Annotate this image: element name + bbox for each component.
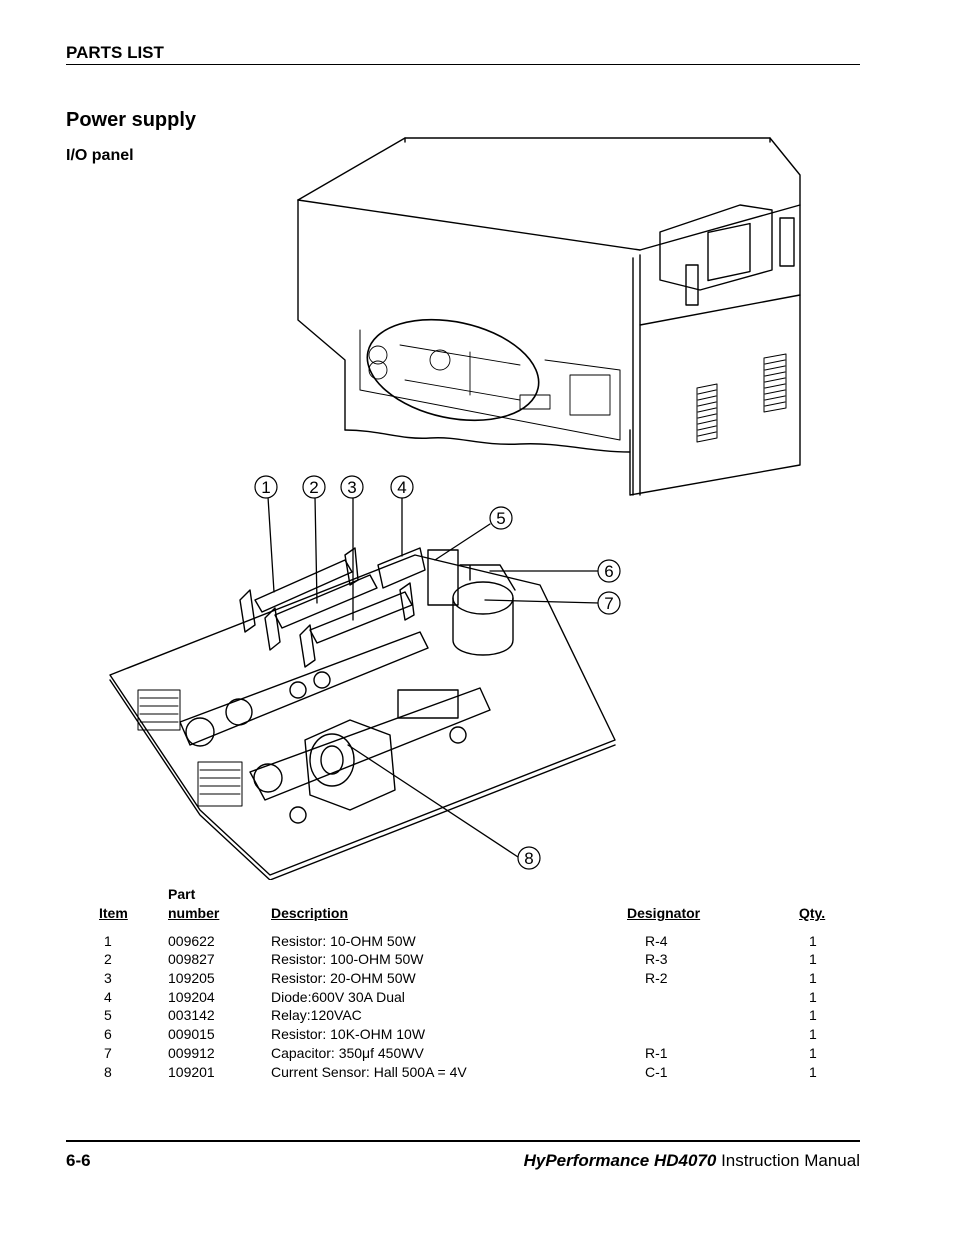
callout-3: 3 <box>340 475 364 499</box>
row-6-description: Resistor: 10K-OHM 10W <box>271 1026 426 1042</box>
row-4-qty: 1 <box>809 989 817 1005</box>
row-6-item: 6 <box>104 1026 112 1042</box>
row-7-qty: 1 <box>809 1045 817 1061</box>
row-8-designator: C-1 <box>645 1064 668 1080</box>
row-5-description: Relay:120VAC <box>271 1007 362 1023</box>
svg-text:5: 5 <box>496 509 505 528</box>
row-2-item: 2 <box>104 951 112 967</box>
row-7-description: Capacitor: 350μf 450WV <box>271 1045 424 1061</box>
row-3-qty: 1 <box>809 970 817 986</box>
callout-2: 2 <box>302 475 326 499</box>
callouts: 1 2 3 4 5 6 7 8 <box>254 475 621 870</box>
leader-lines <box>267 496 600 858</box>
row-5-part: 003142 <box>168 1007 215 1023</box>
col-header-part-top: Part <box>168 886 196 902</box>
row-8-part: 109201 <box>168 1064 215 1080</box>
row-2-part: 009827 <box>168 951 215 967</box>
product-name: HyPerformance HD4070 <box>523 1151 717 1170</box>
row-1-item: 1 <box>104 933 112 949</box>
row-4-item: 4 <box>104 989 112 1005</box>
header-rule <box>66 64 860 65</box>
svg-text:4: 4 <box>397 478 406 497</box>
svg-text:8: 8 <box>524 849 533 868</box>
row-3-part: 109205 <box>168 970 215 986</box>
page-title: Power supply <box>66 109 197 131</box>
callout-8: 8 <box>517 846 541 870</box>
callout-6: 6 <box>597 559 621 583</box>
row-1-qty: 1 <box>809 933 817 949</box>
row-8-item: 8 <box>104 1064 112 1080</box>
row-3-item: 3 <box>104 970 112 986</box>
resistors <box>239 547 415 668</box>
svg-text:3: 3 <box>347 478 356 497</box>
row-7-designator: R-1 <box>645 1045 668 1061</box>
callout-7: 7 <box>597 591 621 615</box>
callout-1: 1 <box>254 475 278 499</box>
col-header-qty: Qty. <box>799 905 826 921</box>
row-1-description: Resistor: 10-OHM 50W <box>271 933 416 949</box>
row-5-qty: 1 <box>809 1007 817 1023</box>
manual-title: HyPerformance HD4070 Instruction Manual <box>524 1151 860 1171</box>
section-header: PARTS LIST <box>66 43 164 62</box>
svg-text:2: 2 <box>309 478 318 497</box>
col-header-item: Item <box>99 905 128 921</box>
row-1-designator: R-4 <box>645 933 668 949</box>
svg-text:7: 7 <box>604 594 613 613</box>
row-2-qty: 1 <box>809 951 817 967</box>
row-3-description: Resistor: 20-OHM 50W <box>271 970 416 986</box>
svg-text:6: 6 <box>604 562 613 581</box>
page-number: 6-6 <box>66 1151 91 1170</box>
manual-suffix: Instruction Manual <box>716 1151 860 1170</box>
row-8-description: Current Sensor: Hall 500A = 4V <box>271 1064 467 1080</box>
row-4-description: Diode:600V 30A Dual <box>271 989 405 1005</box>
svg-text:1: 1 <box>261 478 270 497</box>
callout-4: 4 <box>390 475 414 499</box>
row-7-part: 009912 <box>168 1045 215 1061</box>
row-6-part: 009015 <box>168 1026 215 1042</box>
col-header-designator: Designator <box>627 905 701 921</box>
footer-rule <box>66 1140 860 1142</box>
callout-5: 5 <box>489 506 513 530</box>
row-3-designator: R-2 <box>645 970 668 986</box>
base-plate-assembly <box>109 547 616 880</box>
row-8-qty: 1 <box>809 1064 817 1080</box>
col-header-description: Description <box>271 905 349 921</box>
io-panel-figure: 1 2 3 4 5 6 7 8 <box>109 137 801 880</box>
power-supply-cabinet <box>297 137 801 496</box>
row-6-qty: 1 <box>809 1026 817 1042</box>
row-2-description: Resistor: 100-OHM 50W <box>271 951 424 967</box>
col-header-part: number <box>168 905 220 921</box>
row-1-part: 009622 <box>168 933 215 949</box>
page-subtitle: I/O panel <box>66 147 134 164</box>
row-7-item: 7 <box>104 1045 112 1061</box>
row-5-item: 5 <box>104 1007 112 1023</box>
row-2-designator: R-3 <box>645 951 668 967</box>
row-4-part: 109204 <box>168 989 215 1005</box>
